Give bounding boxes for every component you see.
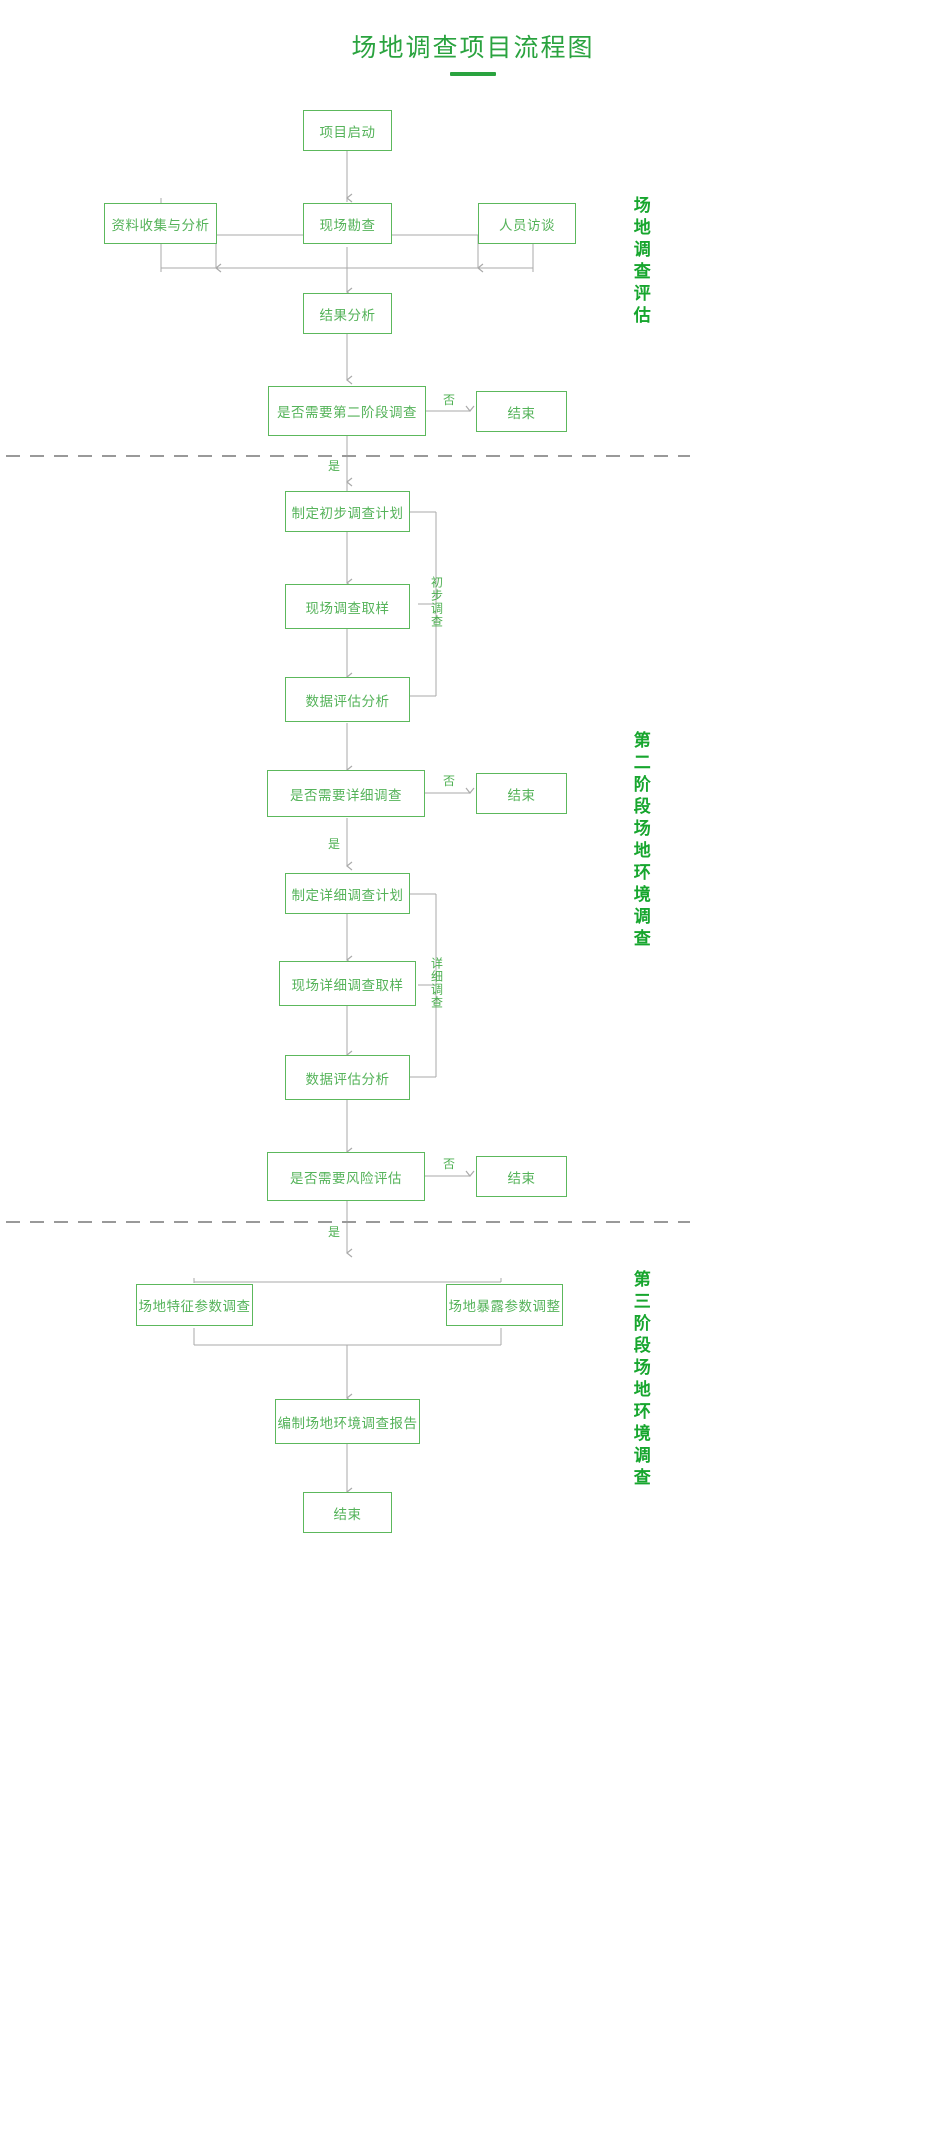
node-detail-sampling[interactable]: 现场详细调查取样 bbox=[279, 961, 416, 1006]
node-report-label: 编制场地环境调查报告 bbox=[277, 1415, 418, 1431]
node-start[interactable]: 项目启动 bbox=[303, 110, 392, 151]
section-label-phase-3: 第三阶段场地环境调查 bbox=[630, 1270, 650, 1490]
node-end-1-label: 结束 bbox=[507, 405, 536, 421]
node-prelim-data-eval[interactable]: 数据评估分析 bbox=[285, 677, 410, 722]
node-decision-detail[interactable]: 是否需要详细调查 bbox=[267, 770, 425, 817]
node-end-4[interactable]: 结束 bbox=[303, 1492, 392, 1533]
node-end-2[interactable]: 结束 bbox=[476, 773, 567, 814]
node-decision-phase2[interactable]: 是否需要第二阶段调查 bbox=[268, 386, 426, 436]
node-result-analysis-label: 结果分析 bbox=[319, 307, 376, 323]
node-data-collection-label: 资料收集与分析 bbox=[111, 217, 210, 233]
section-label-phase-1: 场地调查评估 bbox=[630, 196, 650, 328]
node-end-4-label: 结束 bbox=[333, 1506, 362, 1522]
edge-label-yes-3: 是 bbox=[326, 1223, 343, 1240]
node-decision-risk[interactable]: 是否需要风险评估 bbox=[267, 1152, 425, 1201]
section-label-phase-2: 第二阶段场地环境调查 bbox=[630, 731, 650, 951]
node-detail-data-eval-label: 数据评估分析 bbox=[305, 1071, 390, 1087]
node-site-feature-param[interactable]: 场地特征参数调查 bbox=[136, 1284, 253, 1326]
node-prelim-plan-label: 制定初步调查计划 bbox=[291, 505, 404, 521]
node-end-3[interactable]: 结束 bbox=[476, 1156, 567, 1197]
node-detail-plan-label: 制定详细调查计划 bbox=[291, 887, 404, 903]
edge-label-no-3: 否 bbox=[441, 1155, 458, 1172]
bracket-label-preliminary: 初步调查 bbox=[429, 576, 444, 628]
page-title: 场地调查项目流程图 bbox=[351, 34, 595, 62]
node-end-2-label: 结束 bbox=[507, 787, 536, 803]
node-report[interactable]: 编制场地环境调查报告 bbox=[275, 1399, 420, 1444]
node-decision-phase2-label: 是否需要第二阶段调查 bbox=[277, 405, 417, 420]
node-detail-data-eval[interactable]: 数据评估分析 bbox=[285, 1055, 410, 1100]
node-prelim-plan[interactable]: 制定初步调查计划 bbox=[285, 491, 410, 532]
edge-label-yes-1: 是 bbox=[326, 457, 343, 474]
node-detail-sampling-label: 现场详细调查取样 bbox=[291, 977, 404, 993]
edge-label-no-1: 否 bbox=[441, 391, 458, 408]
node-interviews[interactable]: 人员访谈 bbox=[478, 203, 576, 244]
node-site-survey-label: 现场勘查 bbox=[319, 217, 376, 233]
node-result-analysis[interactable]: 结果分析 bbox=[303, 293, 392, 334]
node-end-1[interactable]: 结束 bbox=[476, 391, 567, 432]
node-site-survey[interactable]: 现场勘查 bbox=[303, 203, 392, 244]
edge-label-no-2: 否 bbox=[441, 772, 458, 789]
node-prelim-sampling-label: 现场调查取样 bbox=[305, 600, 390, 616]
node-detail-plan[interactable]: 制定详细调查计划 bbox=[285, 873, 410, 914]
title-underline-rule bbox=[450, 72, 496, 76]
edge-label-yes-2: 是 bbox=[326, 835, 343, 852]
node-site-exposure-param-label: 场地暴露参数调整 bbox=[448, 1299, 561, 1314]
node-decision-detail-label: 是否需要详细调查 bbox=[290, 787, 402, 803]
bracket-label-detailed: 详细调查 bbox=[429, 957, 444, 1009]
node-site-feature-param-label: 场地特征参数调查 bbox=[138, 1299, 251, 1314]
node-prelim-sampling[interactable]: 现场调查取样 bbox=[285, 584, 410, 629]
node-prelim-data-eval-label: 数据评估分析 bbox=[305, 693, 390, 709]
node-start-label: 项目启动 bbox=[319, 124, 376, 140]
node-site-exposure-param[interactable]: 场地暴露参数调整 bbox=[446, 1284, 563, 1326]
node-interviews-label: 人员访谈 bbox=[499, 217, 555, 233]
node-decision-risk-label: 是否需要风险评估 bbox=[290, 1170, 402, 1186]
node-end-3-label: 结束 bbox=[507, 1170, 536, 1186]
node-data-collection[interactable]: 资料收集与分析 bbox=[104, 203, 217, 244]
